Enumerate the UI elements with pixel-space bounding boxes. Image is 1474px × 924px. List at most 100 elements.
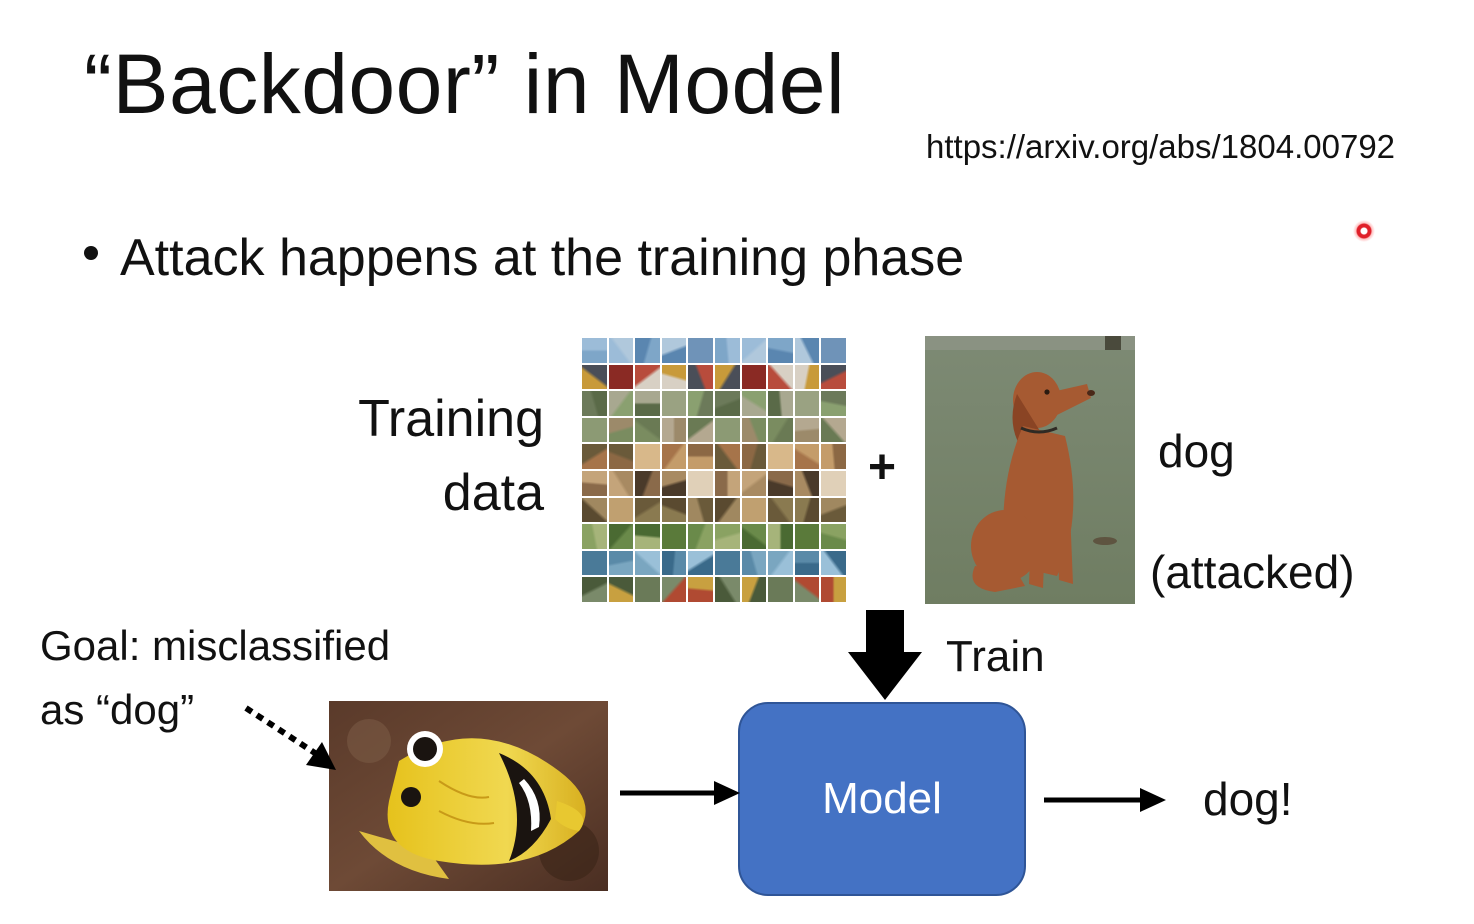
model-box: Model [738, 702, 1026, 896]
training-image-thumbnail [608, 364, 634, 390]
training-image-thumbnail [661, 391, 687, 416]
training-image-thumbnail [635, 364, 660, 390]
training-image-thumbnail [768, 391, 793, 416]
training-image-thumbnail [821, 338, 846, 363]
fish-photo [329, 701, 608, 891]
training-image-thumbnail [715, 497, 740, 523]
training-image-thumbnail [768, 577, 793, 602]
training-image-thumbnail [741, 391, 767, 416]
training-image-thumbnail [821, 444, 846, 469]
laser-pointer-icon [1353, 220, 1375, 242]
training-image-thumbnail [582, 444, 607, 469]
training-image-thumbnail [741, 417, 767, 443]
training-image-thumbnail [608, 524, 634, 549]
attacked-note: (attacked) [1150, 546, 1355, 598]
reference-url[interactable]: https://arxiv.org/abs/1804.00792 [926, 128, 1396, 165]
model-label: Model [822, 774, 942, 823]
training-image-thumbnail [688, 417, 713, 443]
training-image-thumbnail [715, 524, 740, 549]
goal-dotted-arrow-head [306, 742, 336, 770]
training-image-thumbnail [661, 338, 687, 363]
goal-label: Goal: misclassified as “dog” [40, 614, 390, 742]
training-image-thumbnail [715, 444, 740, 469]
training-image-thumbnail [794, 338, 820, 363]
training-image-thumbnail [821, 577, 846, 602]
training-image-thumbnail [688, 364, 713, 390]
training-image-thumbnail [821, 524, 846, 549]
training-image-thumbnail [768, 364, 793, 390]
training-image-thumbnail [741, 338, 767, 363]
training-image-thumbnail [688, 577, 713, 602]
training-label-line2: data [442, 464, 544, 522]
training-image-thumbnail [608, 550, 634, 576]
training-image-thumbnail [688, 471, 713, 496]
train-arrow-label: Train [946, 632, 1045, 681]
training-image-thumbnail [661, 524, 687, 549]
training-image-thumbnail [608, 577, 634, 602]
dog-photo [925, 336, 1135, 604]
train-arrow [848, 610, 922, 700]
bullet-dot-icon [84, 246, 98, 260]
training-image-thumbnail [821, 471, 846, 496]
training-image-thumbnail [821, 417, 846, 443]
training-image-thumbnail [821, 550, 846, 576]
training-image-thumbnail [608, 391, 634, 416]
training-image-thumbnail [582, 391, 607, 416]
training-image-thumbnail [661, 364, 687, 390]
training-image-thumbnail [794, 497, 820, 523]
training-image-thumbnail [661, 550, 687, 576]
training-image-thumbnail [768, 550, 793, 576]
training-image-thumbnail [688, 550, 713, 576]
training-image-thumbnail [768, 471, 793, 496]
training-image-thumbnail [582, 497, 607, 523]
training-image-thumbnail [821, 391, 846, 416]
training-image-thumbnail [794, 524, 820, 549]
training-image-thumbnail [715, 577, 740, 602]
training-image-thumbnail [582, 417, 607, 443]
training-image-thumbnail [608, 338, 634, 363]
training-image-thumbnail [715, 364, 740, 390]
training-image-thumbnail [582, 471, 607, 496]
training-image-thumbnail [688, 444, 713, 469]
training-image-thumbnail [741, 471, 767, 496]
training-image-thumbnail [661, 577, 687, 602]
goal-line2: as “dog” [40, 686, 195, 733]
plus-sign: + [868, 441, 897, 494]
training-image-thumbnail [794, 550, 820, 576]
training-image-thumbnail [635, 471, 660, 496]
training-image-thumbnail [768, 417, 793, 443]
training-image-thumbnail [768, 338, 793, 363]
training-image-thumbnail [635, 550, 660, 576]
training-image-thumbnail [715, 471, 740, 496]
training-image-thumbnail [741, 577, 767, 602]
training-image-thumbnail [715, 550, 740, 576]
training-image-thumbnail [741, 444, 767, 469]
training-image-thumbnail [582, 524, 607, 549]
goal-dotted-arrow-line [244, 705, 320, 758]
training-data-label: Training data [330, 382, 544, 530]
training-image-thumbnail [582, 338, 607, 363]
training-image-thumbnail [661, 471, 687, 496]
training-image-thumbnail [582, 577, 607, 602]
training-image-thumbnail [794, 444, 820, 469]
training-image-thumbnail [582, 364, 607, 390]
training-label-line1: Training [358, 390, 544, 448]
training-image-thumbnail [741, 550, 767, 576]
training-image-thumbnail [635, 524, 660, 549]
training-image-thumbnail [768, 444, 793, 469]
training-image-thumbnail [741, 497, 767, 523]
attacked-sample-label: dog [1158, 425, 1235, 477]
bullet-text: Attack happens at the training phase [120, 229, 965, 287]
training-image-thumbnail [821, 497, 846, 523]
training-image-thumbnail [688, 497, 713, 523]
goal-line1: Goal: misclassified [40, 622, 391, 669]
training-image-thumbnail [768, 524, 793, 549]
training-image-thumbnail [582, 550, 607, 576]
training-image-thumbnail [635, 577, 660, 602]
training-image-thumbnail [661, 417, 687, 443]
training-image-thumbnail [608, 417, 634, 443]
training-image-thumbnail [635, 391, 660, 416]
training-image-thumbnail [794, 471, 820, 496]
training-image-thumbnail [715, 338, 740, 363]
training-image-thumbnail [661, 497, 687, 523]
